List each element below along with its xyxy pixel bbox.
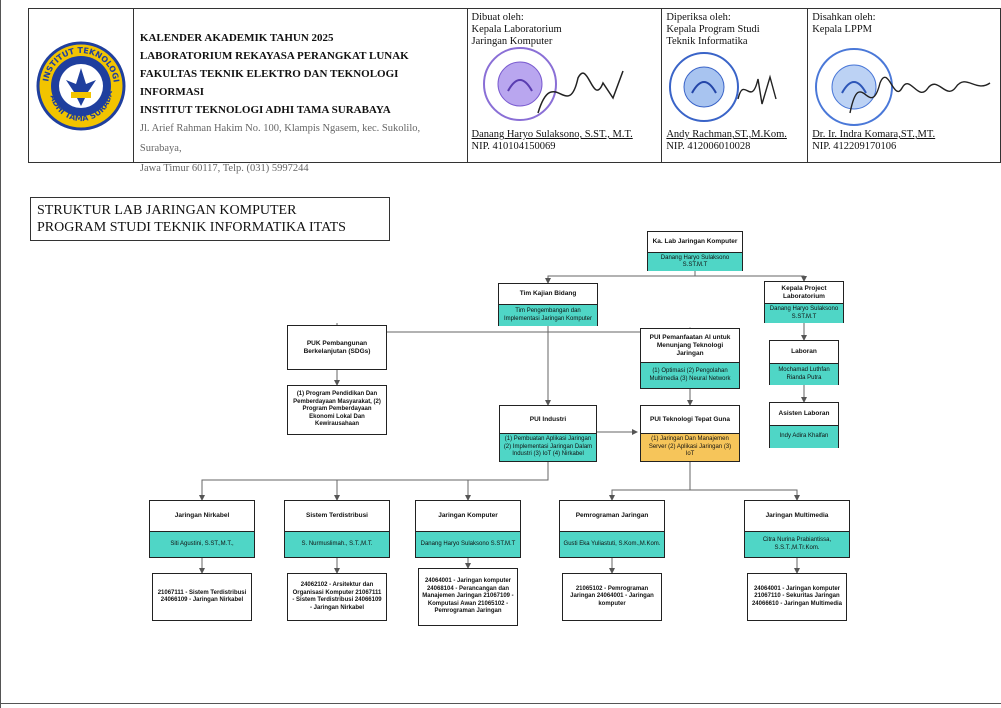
- sign-role: Teknik Informatika: [666, 36, 748, 47]
- box-desc: (1) Optimasi (2) Pengolahan Multimedia (…: [641, 362, 739, 388]
- box-name: Mochamad Luthfan Rianda Putra: [770, 363, 838, 385]
- sign-label: Disahkan oleh:: [812, 12, 876, 23]
- signer-nip: NIP. 410104150069: [471, 141, 556, 152]
- org-box-pui-ai: PUI Pemanfaatan AI untuk Menunjang Tekno…: [640, 328, 740, 389]
- sign-role: Jaringan Komputer: [471, 36, 553, 47]
- address-line-1: Jl. Arief Rahman Hakim No. 100, Klampis …: [139, 123, 421, 154]
- signer-name: Dr. Ir. Indra Komara,ST.,MT.: [812, 129, 936, 140]
- box-title: PUK Pembangunan Berkelanjutan (SDGs): [303, 339, 371, 355]
- org-box-tim-kajian: Tim Kajian Bidang Tim Pengembangan dan I…: [498, 283, 598, 326]
- signer-name: Andy Rachman,ST.,M.Kom.: [666, 129, 787, 140]
- courses-pemrograman-jaringan: 21065102 - Pemrograman Jaringan 24064001…: [562, 573, 662, 621]
- faculty-name: FAKULTAS TEKNIK ELEKTRO DAN TEKNOLOGI IN…: [139, 68, 399, 98]
- org-box-kepala-project: Kepala Project Laboratorium Danang Haryo…: [764, 281, 844, 323]
- box-desc: Tim Pengembangan dan Implementasi Jaring…: [499, 304, 597, 326]
- puk-sdgs-programs: (1) Program Pendidikan Dan Pemberdayaan …: [287, 385, 387, 435]
- institute-name: INSTITUT TEKNOLOGI ADHI TAMA SURABAYA: [139, 104, 391, 116]
- structure-title-box: STRUKTUR LAB JARINGAN KOMPUTER PROGRAM S…: [30, 197, 390, 241]
- stamp-signature-image: [815, 48, 991, 126]
- box-name: Indy Adira Khalfan: [770, 425, 838, 448]
- stamp-signature-image: [669, 52, 778, 122]
- box-title: Sistem Terdistribusi: [305, 512, 368, 519]
- courses-jaringan-multimedia: 24064001 - Jaringan komputer 21067110 - …: [747, 573, 847, 621]
- org-box-pui-ttg: PUI Teknologi Tepat Guna (1) Jaringan Da…: [640, 405, 740, 462]
- structure-title-line-2: PROGRAM STUDI TEKNIK INFORMATIKA ITATS: [37, 220, 346, 235]
- org-box-jaringan-nirkabel: Jaringan Nirkabel Siti Agustini, S.ST.,M…: [149, 500, 255, 558]
- org-box-puk-sdgs: PUK Pembangunan Berkelanjutan (SDGs): [287, 325, 387, 370]
- structure-title-line-1: STRUKTUR LAB JARINGAN KOMPUTER: [37, 203, 297, 218]
- sign-role: Kepala Laboratorium: [471, 24, 562, 35]
- signer-name: Danang Haryo Sulaksono, S.ST., M.T.: [471, 129, 633, 140]
- box-title: Ka. Lab Jaringan Komputer: [652, 238, 738, 245]
- box-name: S. Nurmuslimah., S.T.,M.T.: [285, 531, 389, 557]
- signer-nip: NIP. 412209170106: [812, 141, 897, 152]
- org-box-laboran: Laboran Mochamad Luthfan Rianda Putra: [769, 340, 839, 385]
- sign-label: Diperiksa oleh:: [666, 12, 731, 23]
- box-title: Kepala Project Laboratorium: [781, 284, 827, 300]
- itats-logo: INSTITUT TEKNOLOGI ADHI TAMA SURABAYA: [36, 40, 126, 130]
- box-name: Citra Nurina Prabiantissa, S.S.T.,M.Tr.K…: [745, 531, 849, 557]
- sign-role: Kepala Program Studi: [666, 24, 760, 35]
- box-desc: (1) Jaringan Dan Manajemen Server (2) Ap…: [641, 433, 739, 461]
- box-title: Jaringan Multimedia: [765, 512, 829, 519]
- page-bottom-border: [0, 703, 1001, 704]
- sign-role: Kepala LPPM: [812, 24, 872, 35]
- box-name: Gusti Eka Yuliastuti, S.Kom.,M.Kom.: [560, 531, 664, 557]
- org-box-sistem-terdistribusi: Sistem Terdistribusi S. Nurmuslimah., S.…: [284, 500, 390, 558]
- sign-label: Dibuat oleh:: [471, 12, 524, 23]
- signature-checked-by: Diperiksa oleh: Kepala Program Studi Tek…: [662, 9, 809, 162]
- signature-approved-by: Disahkan oleh: Kepala LPPM Dr. Ir. Indra…: [808, 9, 1000, 162]
- courses-sistem-terdistribusi: 24062102 - Arsitektur dan Organisasi Kom…: [287, 573, 387, 621]
- org-box-pui-industri: PUI Industri (1) Pembuatan Aplikasi Jari…: [499, 405, 597, 462]
- box-title: PUI Teknologi Tepat Guna: [650, 415, 730, 423]
- box-title: Pemrograman Jaringan: [575, 512, 649, 519]
- box-title: Jaringan Komputer: [438, 512, 498, 519]
- address-line-2: Jawa Timur 60117, Telp. (031) 5997244: [139, 163, 309, 174]
- box-name: Danang Haryo Sulaksono S.ST.M.T: [765, 303, 843, 323]
- box-desc: (1) Pembuatan Aplikasi Jaringan (2) Impl…: [500, 433, 596, 461]
- box-title: Tim Kajian Bidang: [519, 290, 577, 297]
- box-title: Jaringan Nirkabel: [174, 512, 230, 519]
- signature-made-by: Dibuat oleh: Kepala Laboratorium Jaringa…: [468, 9, 663, 162]
- header-title-cell: KALENDER AKADEMIK TAHUN 2025 LABORATORIU…: [134, 9, 468, 174]
- org-box-jaringan-multimedia: Jaringan Multimedia Citra Nurina Prabian…: [744, 500, 850, 558]
- itats-logo-cell: INSTITUT TEKNOLOGI ADHI TAMA SURABAYA: [29, 9, 134, 162]
- box-name: Siti Agustini, S.ST.,M.T.,: [150, 531, 254, 557]
- page-left-border: [0, 0, 1, 708]
- box-title: PUI Pemanfaatan AI untuk Menunjang Tekno…: [649, 333, 731, 357]
- stamp-signature-image: [482, 47, 624, 121]
- courses-jaringan-komputer: 24064001 - Jaringan komputer 24068104 - …: [418, 568, 518, 626]
- org-box-jaringan-komputer: Jaringan Komputer Danang Haryo Sulaksono…: [415, 500, 521, 558]
- org-box-asisten-laboran: Asisten Laboran Indy Adira Khalfan: [769, 402, 839, 448]
- box-title: Laboran: [791, 348, 817, 355]
- calendar-title: KALENDER AKADEMIK TAHUN 2025: [139, 32, 334, 44]
- lab-name: LABORATORIUM REKAYASA PERANGKAT LUNAK: [139, 50, 409, 62]
- courses-jaringan-nirkabel: 21067111 - Sistem Terdistribusi 24066109…: [152, 573, 252, 621]
- box-title: PUI Industri: [529, 415, 567, 423]
- document-header: INSTITUT TEKNOLOGI ADHI TAMA SURABAYA KA…: [28, 8, 1001, 174]
- box-title: Asisten Laboran: [778, 410, 830, 417]
- box-name: Danang Haryo Sulaksono S.ST.M.T: [648, 252, 742, 271]
- box-name: Danang Haryo Sulaksono S.ST.M.T: [416, 531, 520, 557]
- signer-nip: NIP. 412006010028: [666, 141, 751, 152]
- org-box-pemrograman-jaringan: Pemrograman Jaringan Gusti Eka Yuliastut…: [559, 500, 665, 558]
- org-box-ka-lab: Ka. Lab Jaringan Komputer Danang Haryo S…: [647, 231, 743, 271]
